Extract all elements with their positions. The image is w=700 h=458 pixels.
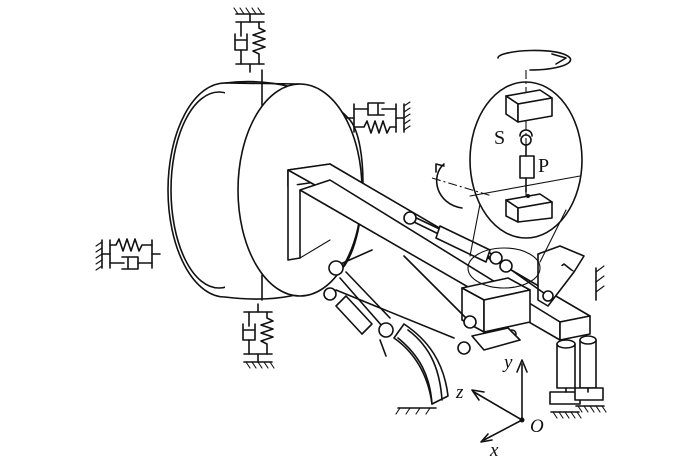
spring-damper-top	[233, 7, 266, 73]
axis-label-x: x	[489, 440, 499, 458]
label-s: S	[494, 127, 505, 149]
spring-damper-bottom	[242, 303, 275, 369]
coordinate-axes	[471, 359, 528, 443]
axis-label-y: y	[502, 352, 513, 373]
label-p: P	[538, 155, 549, 177]
support-legs	[549, 335, 607, 419]
hydraulic-strut-mid	[499, 259, 554, 302]
origin-label-o: O	[530, 416, 544, 437]
axis-label-z: z	[455, 382, 464, 403]
central-slider	[461, 277, 531, 351]
grinding-shoe	[393, 323, 449, 415]
hydraulic-strut-upper	[403, 211, 503, 265]
spring-damper-left	[95, 238, 161, 271]
detail-magnifier	[431, 49, 583, 289]
rotation-arrow-icon	[497, 49, 572, 71]
workpiece-holder-right	[537, 245, 605, 307]
rotation-arrow-icon	[435, 163, 463, 209]
hydraulic-strut-left	[323, 249, 477, 357]
